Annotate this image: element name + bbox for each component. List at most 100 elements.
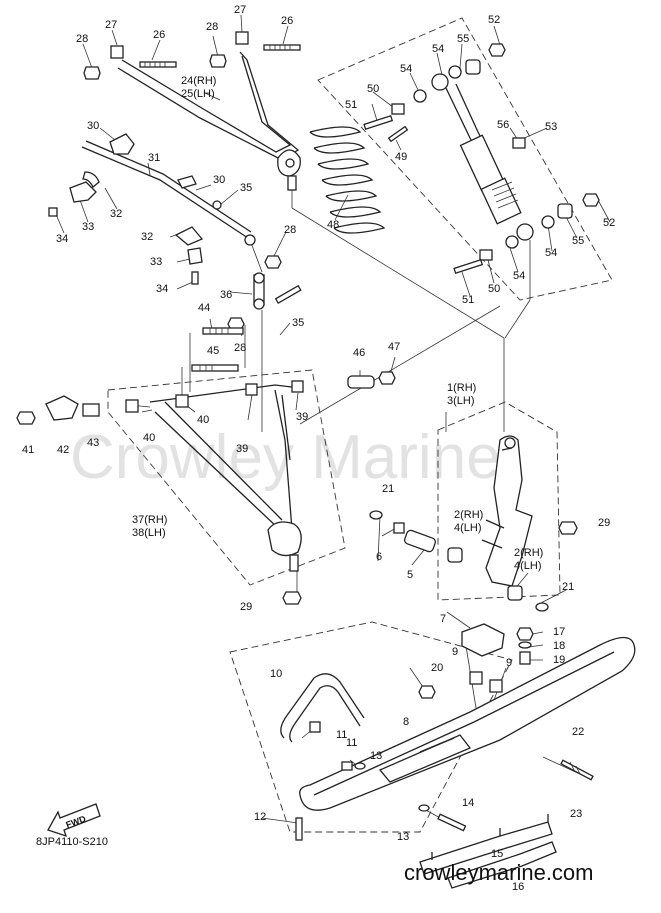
- label-21-a: 21: [382, 483, 394, 495]
- collar-50: [391, 103, 493, 261]
- label-11-a: 11: [336, 729, 347, 741]
- label-28-b: 28: [206, 21, 218, 33]
- bolt-26-right: [263, 44, 301, 51]
- label-37-rh: 37(RH): [132, 514, 167, 526]
- nut-29-lower: [282, 591, 302, 605]
- bushing-9: [469, 671, 503, 693]
- label-53: 53: [545, 121, 557, 133]
- label-24-rh: 24(RH): [181, 75, 216, 87]
- pin-22-bolt-23: [560, 759, 594, 781]
- site-footer: crowleymarine.com: [404, 860, 594, 885]
- screw-34: [48, 207, 199, 285]
- nut-17-washer-18-collar-19: [516, 627, 534, 665]
- label-21-b: 21: [562, 581, 574, 593]
- pin-49: [387, 125, 409, 143]
- reference-lines: [54, 14, 611, 827]
- bushing-40: [125, 394, 189, 413]
- label-39-b: 39: [296, 411, 308, 423]
- nut-47: [378, 371, 396, 385]
- nut-28-upper: [83, 54, 227, 80]
- spindle: [481, 435, 533, 587]
- label-11-b: 11: [346, 737, 357, 749]
- bolt-35-lower: [274, 284, 302, 304]
- label-54-a: 54: [432, 43, 444, 55]
- label-49: 49: [395, 151, 407, 163]
- collar-43: [82, 403, 100, 417]
- saddle-7: [461, 623, 505, 657]
- label-45: 45: [207, 345, 219, 357]
- label-3-lh: 3(LH): [447, 395, 475, 407]
- label-6: 6: [376, 551, 382, 563]
- label-2-rh-b: 2(RH): [514, 547, 543, 559]
- label-47: 47: [388, 341, 400, 353]
- label-50-a: 50: [367, 83, 379, 95]
- label-2-rh-a: 2(RH): [454, 509, 483, 521]
- nut-28-mid: [264, 255, 282, 269]
- label-14: 14: [462, 797, 474, 809]
- spindle-boundary: [437, 401, 561, 601]
- label-13-a: 13: [370, 750, 382, 762]
- label-52-a: 52: [488, 14, 500, 26]
- label-1-rh: 1(RH): [447, 382, 476, 394]
- label-7: 7: [440, 613, 446, 625]
- label-52-b: 52: [603, 217, 615, 229]
- label-41: 41: [22, 444, 34, 456]
- stabilizer-link: [253, 272, 265, 310]
- label-56: 56: [497, 119, 509, 131]
- label-16: 16: [512, 881, 524, 893]
- label-28-c: 28: [284, 224, 296, 236]
- watermark: Crowley Marine: [70, 423, 501, 492]
- label-51-a: 51: [345, 99, 357, 111]
- bolt-14: [437, 813, 467, 832]
- collar-46: [347, 375, 375, 389]
- label-34-a: 34: [56, 233, 68, 245]
- label-27-b: 27: [234, 4, 246, 16]
- washer-13: [354, 762, 430, 812]
- label-46: 46: [353, 347, 365, 359]
- label-28-a: 28: [76, 33, 88, 45]
- stabilizer-holder-left: [69, 133, 135, 203]
- label-8: 8: [403, 716, 409, 728]
- wear-bar-15-16: [419, 814, 557, 889]
- label-29-b: 29: [240, 601, 252, 613]
- bushing-54: [413, 65, 555, 249]
- label-15: 15: [491, 848, 503, 860]
- label-40-b: 40: [197, 414, 209, 426]
- stabilizer-holder-right: [174, 175, 204, 265]
- nut-29-spindle: [558, 521, 578, 535]
- bracket-42: [45, 395, 79, 421]
- bolt-12: [295, 817, 303, 841]
- bushing-6: [393, 522, 405, 534]
- label-4-lh-b: 4(LH): [514, 560, 542, 572]
- label-55-a: 55: [457, 33, 469, 45]
- ski: [299, 636, 636, 811]
- shock-absorber-boundary: [317, 17, 613, 301]
- label-12: 12: [254, 811, 266, 823]
- label-9-a: 9: [452, 646, 458, 658]
- label-26-b: 26: [281, 15, 293, 27]
- label-9-b: 9: [506, 657, 512, 669]
- bolt-44: [202, 327, 244, 335]
- label-4-lh-a: 4(LH): [454, 522, 482, 534]
- spring-48: [309, 126, 386, 234]
- lower-a-arm: [149, 384, 302, 572]
- fwd-arrow: FWD: [47, 803, 101, 838]
- label-51-b: 51: [462, 294, 474, 306]
- label-38-lh: 38(LH): [132, 527, 166, 539]
- label-43: 43: [87, 437, 99, 449]
- label-35-b: 35: [292, 317, 304, 329]
- label-10: 10: [270, 668, 282, 680]
- label-27-a: 27: [105, 19, 117, 31]
- label-54-b: 54: [400, 63, 412, 75]
- label-42: 42: [57, 444, 69, 456]
- bushing-27: [110, 31, 249, 59]
- bolt-51: [363, 114, 484, 274]
- label-30-b: 30: [213, 174, 225, 186]
- label-35-a: 35: [240, 182, 252, 194]
- label-25-lh: 25(LH): [181, 88, 215, 100]
- label-40-a: 40: [143, 432, 155, 444]
- bushing-39: [245, 380, 304, 396]
- label-22: 22: [572, 726, 584, 738]
- lower-arm-boundary: [107, 369, 346, 586]
